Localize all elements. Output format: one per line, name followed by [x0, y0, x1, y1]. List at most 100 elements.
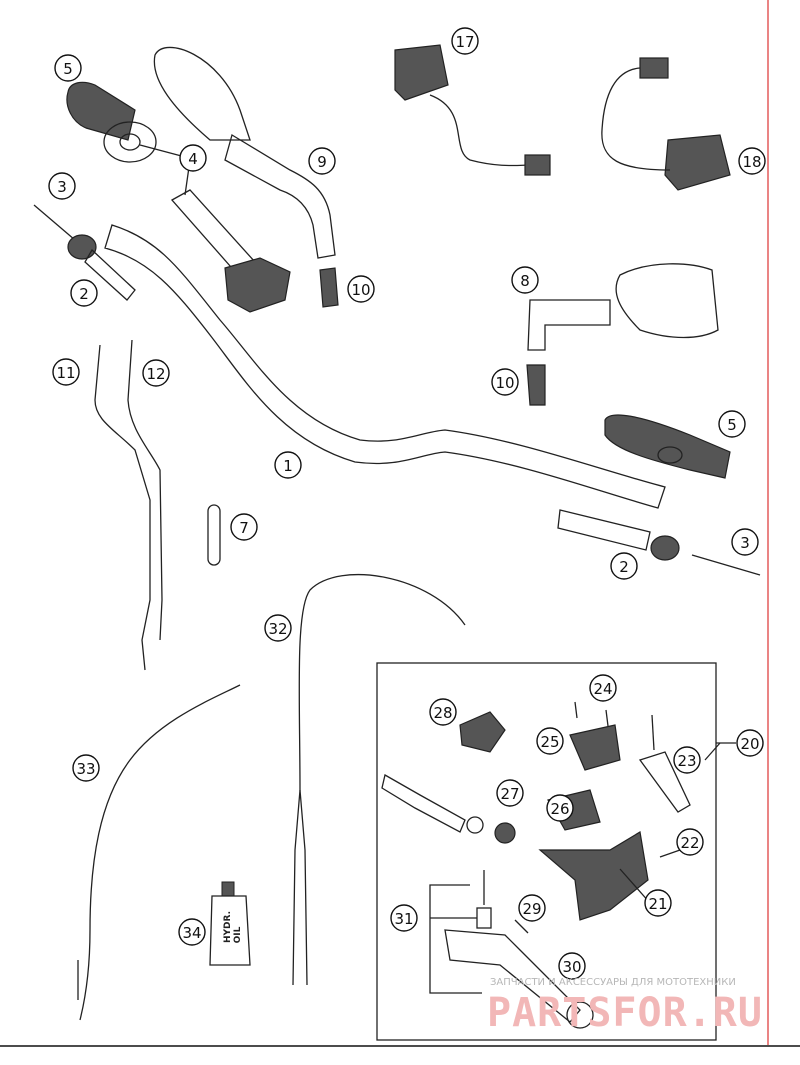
mirror-left — [153, 46, 339, 308]
callout-p11: 11 — [52, 358, 80, 386]
throttle-cables — [94, 339, 163, 671]
watermark-tagline: ЗАПЧАСТИ И АКСЕССУАРЫ ДЛЯ МОТОТЕХНИКИ — [490, 977, 736, 988]
callout-circle — [54, 54, 82, 82]
callout-circle — [451, 27, 479, 55]
callout-number: 26 — [550, 800, 569, 818]
callout-circle — [546, 794, 574, 822]
callout-circle — [308, 147, 336, 175]
callout-number: 12 — [146, 365, 165, 383]
callout-number: 22 — [680, 834, 699, 852]
callout-circle — [264, 614, 292, 642]
grip-right — [604, 414, 731, 479]
callout-p34: 34 — [178, 918, 206, 946]
callout-number: 4 — [188, 150, 198, 168]
bottle-line1: HYDR. — [223, 911, 233, 943]
callout-circle — [52, 358, 80, 386]
callout-circle — [274, 451, 302, 479]
mirror-right — [526, 263, 719, 406]
callout-circle — [70, 279, 98, 307]
callout-p27: 27 — [496, 779, 524, 807]
callout-p1: 1 — [274, 451, 302, 479]
callout-p2b: 2 — [610, 552, 638, 580]
callout-p21: 21 — [644, 889, 672, 917]
callout-number: 2 — [619, 558, 629, 576]
callout-circle — [429, 698, 457, 726]
callout-number: 34 — [182, 924, 201, 942]
bar-end-left — [33, 204, 136, 301]
callout-number: 20 — [740, 735, 759, 753]
callout-p5a: 5 — [54, 54, 82, 82]
callout-number: 10 — [495, 374, 514, 392]
callout-number: 33 — [76, 760, 95, 778]
callout-circle — [589, 674, 617, 702]
callout-p5b: 5 — [718, 410, 746, 438]
callout-p22: 22 — [676, 828, 704, 856]
callout-circle — [230, 513, 258, 541]
callout-p26: 26 — [546, 794, 574, 822]
callout-circle — [347, 275, 375, 303]
callout-number: 25 — [540, 733, 559, 751]
callout-p3a: 3 — [48, 172, 76, 200]
callout-p28: 28 — [429, 698, 457, 726]
callout-circle — [491, 368, 519, 396]
callout-number: 5 — [63, 60, 73, 78]
callout-number: 8 — [520, 272, 530, 290]
callout-number: 1 — [283, 457, 293, 475]
callout-circle — [178, 918, 206, 946]
callout-number: 17 — [455, 33, 474, 51]
callout-number: 27 — [500, 785, 519, 803]
callout-number: 5 — [727, 416, 737, 434]
callout-circle — [48, 172, 76, 200]
callout-number: 18 — [742, 153, 761, 171]
callout-p32: 32 — [264, 614, 292, 642]
callout-circle — [736, 729, 764, 757]
callout-number: 3 — [57, 178, 67, 196]
callout-circle — [390, 904, 418, 932]
watermark-brand: PARTSFOR.RU — [487, 990, 763, 1036]
callout-p2a: 2 — [70, 279, 98, 307]
callout-p30: 30 — [558, 952, 586, 980]
master-cylinder-group-box — [376, 662, 717, 1041]
callout-number: 9 — [317, 153, 327, 171]
callout-circle — [536, 727, 564, 755]
callout-p18: 18 — [738, 147, 766, 175]
callout-circle — [718, 410, 746, 438]
callout-number: 31 — [394, 910, 413, 928]
callout-number: 3 — [740, 534, 750, 552]
callout-number: 23 — [677, 752, 696, 770]
brake-hose — [79, 684, 241, 1021]
callout-circle — [179, 144, 207, 172]
callout-circle — [511, 266, 539, 294]
callout-circle — [558, 952, 586, 980]
callout-number: 32 — [268, 620, 287, 638]
left-switch — [394, 44, 551, 176]
callout-number: 11 — [56, 364, 75, 382]
callout-number: 2 — [79, 285, 89, 303]
handlebar — [104, 224, 666, 509]
callout-p3b: 3 — [731, 528, 759, 556]
right-switch — [601, 57, 731, 191]
decompression-cable-branch — [299, 789, 308, 986]
callout-circle — [731, 528, 759, 556]
callout-p25: 25 — [536, 727, 564, 755]
callout-number: 21 — [648, 895, 667, 913]
callout-circle — [518, 894, 546, 922]
callout-circle — [496, 779, 524, 807]
callout-p12: 12 — [142, 359, 170, 387]
callout-number: 7 — [239, 519, 249, 537]
callout-circle — [72, 754, 100, 782]
callout-p17: 17 — [451, 27, 479, 55]
callout-p31: 31 — [390, 904, 418, 932]
callout-p20: 20 — [736, 729, 764, 757]
callout-circle — [610, 552, 638, 580]
callout-circle — [676, 828, 704, 856]
leader-lines — [139, 144, 721, 904]
callout-number: 10 — [351, 281, 370, 299]
callout-p23: 23 — [673, 746, 701, 774]
throttle-tube — [170, 189, 291, 313]
callout-circle — [644, 889, 672, 917]
callout-p4: 4 — [179, 144, 207, 172]
callout-circle — [738, 147, 766, 175]
callout-p9: 9 — [308, 147, 336, 175]
